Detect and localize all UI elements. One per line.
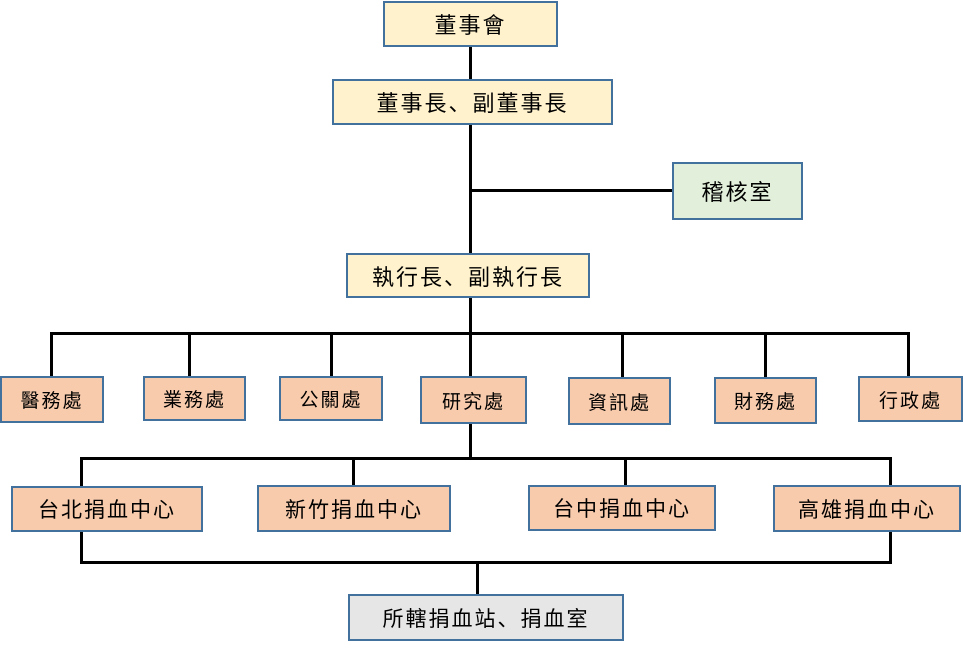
ceo-label: 執行長、副執行長 [371, 265, 564, 291]
center-kaohsiung-box: 高雄捐血中心 [773, 485, 961, 532]
center-label: 台中捐血中心 [553, 497, 691, 521]
dept-finance-box: 財務處 [714, 377, 817, 424]
chairman-label: 董事長、副董事長 [376, 92, 569, 117]
center-label: 高雄捐血中心 [798, 497, 936, 522]
connector-research-centers [469, 422, 472, 459]
drop-dept-admin [907, 332, 910, 377]
dept-business-box: 業務處 [143, 376, 246, 421]
center-hsinchu-box: 新竹捐血中心 [257, 485, 451, 532]
center-label: 新竹捐血中心 [285, 497, 423, 522]
dept-admin-box: 行政處 [858, 376, 963, 422]
stations-label: 所轄捐血站、捐血室 [382, 606, 590, 631]
audit-office-box: 稽核室 [672, 162, 803, 220]
centers-bottom-bus [80, 561, 892, 564]
drop-dept-business [188, 332, 191, 377]
dept-label: 財務處 [733, 391, 797, 413]
ceo-box: 執行長、副執行長 [346, 253, 590, 298]
connector-audit-branch [471, 189, 673, 192]
connector-board-chairman [469, 45, 472, 80]
drop-center-kaohsiung [889, 457, 892, 487]
dept-label: 業務處 [162, 389, 226, 411]
dept-medical-box: 醫務處 [0, 376, 104, 423]
dept-public-relations-box: 公關處 [279, 376, 383, 421]
drop-dept-medical [50, 332, 53, 377]
centers-top-bus [80, 457, 892, 460]
center-label: 台北捐血中心 [38, 498, 176, 522]
rise-center-kaohsiung [889, 531, 892, 564]
drop-center-taichung [624, 457, 627, 487]
stations-box: 所轄捐血站、捐血室 [348, 594, 624, 641]
dept-it-box: 資訊處 [568, 377, 671, 425]
dept-research-box: 研究處 [420, 376, 527, 424]
drop-center-hsinchu [352, 457, 355, 487]
board-box: 董事會 [383, 1, 558, 47]
chairman-box: 董事長、副董事長 [332, 79, 613, 125]
center-taichung-box: 台中捐血中心 [528, 485, 716, 531]
departments-bus [50, 332, 910, 335]
connector-centers-stations [476, 561, 479, 595]
drop-dept-it [621, 332, 624, 377]
center-taipei-box: 台北捐血中心 [11, 486, 203, 532]
dept-label: 醫務處 [20, 390, 84, 412]
drop-dept-public-relations [330, 332, 333, 377]
rise-center-taipei [80, 531, 83, 564]
drop-dept-finance [764, 332, 767, 377]
drop-dept-research [469, 332, 472, 377]
audit-office-label: 稽核室 [701, 181, 774, 206]
dept-label: 公關處 [299, 389, 363, 411]
dept-label: 研究處 [441, 390, 505, 413]
drop-center-taipei [80, 457, 83, 487]
dept-label: 資訊處 [587, 391, 651, 414]
connector-chairman-ceo [469, 123, 472, 254]
dept-label: 行政處 [878, 389, 942, 412]
board-label: 董事會 [434, 14, 507, 39]
connector-ceo-departments [469, 296, 472, 334]
